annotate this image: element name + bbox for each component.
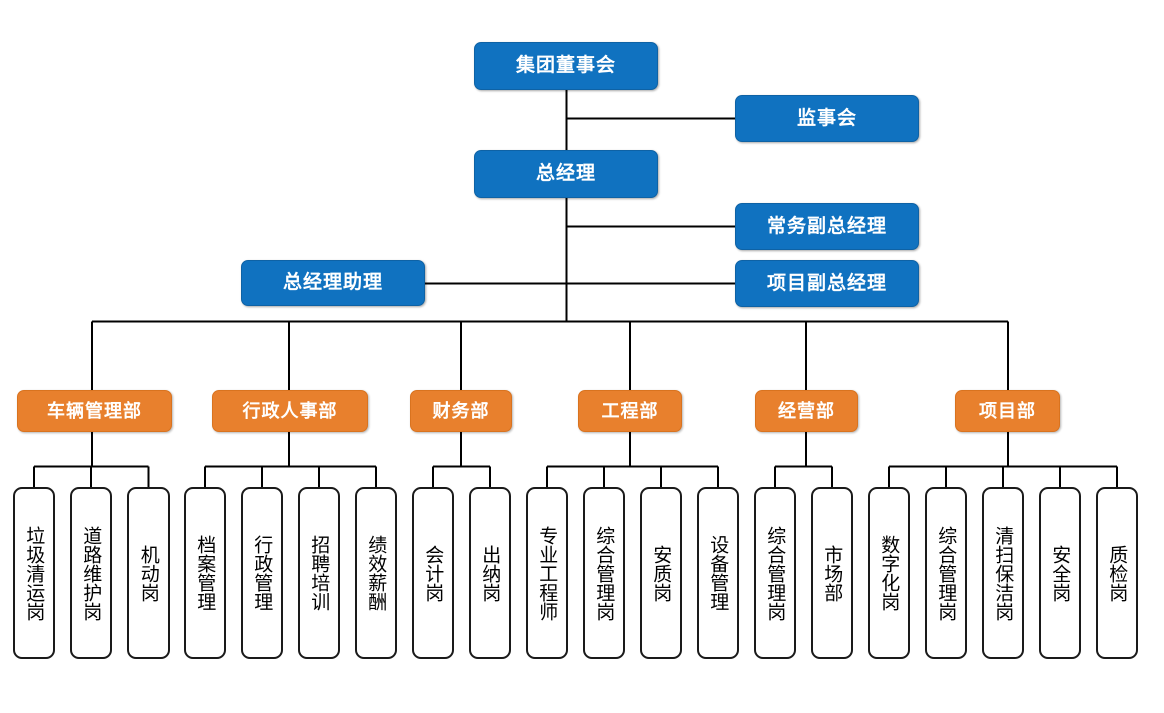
node-department[interactable]: 行政人事部 xyxy=(212,390,368,432)
node-position[interactable]: 绩效薪酬 xyxy=(355,487,397,659)
node-position[interactable]: 会计岗 xyxy=(412,487,454,659)
node-department[interactable]: 经营部 xyxy=(755,390,858,432)
node-department[interactable]: 车辆管理部 xyxy=(17,390,172,432)
node-position[interactable]: 综合管理岗 xyxy=(754,487,796,659)
node-position[interactable]: 数字化岗 xyxy=(868,487,910,659)
node-department[interactable]: 财务部 xyxy=(410,390,512,432)
node-general-manager[interactable]: 总经理 xyxy=(474,150,658,198)
node-position[interactable]: 招聘培训 xyxy=(298,487,340,659)
node-position[interactable]: 市场部 xyxy=(811,487,853,659)
node-executive-vice-president[interactable]: 常务副总经理 xyxy=(735,203,919,250)
node-position[interactable]: 安全岗 xyxy=(1039,487,1081,659)
node-project-vice-president[interactable]: 项目副总经理 xyxy=(735,260,919,307)
node-supervisory-board[interactable]: 监事会 xyxy=(735,95,919,142)
node-position[interactable]: 专业工程师 xyxy=(526,487,568,659)
node-position[interactable]: 质检岗 xyxy=(1096,487,1138,659)
node-position[interactable]: 道路维护岗 xyxy=(70,487,112,659)
node-position[interactable]: 综合管理岗 xyxy=(583,487,625,659)
node-position[interactable]: 出纳岗 xyxy=(469,487,511,659)
node-board-of-directors[interactable]: 集团董事会 xyxy=(474,42,658,90)
node-general-manager-assistant[interactable]: 总经理助理 xyxy=(241,260,425,306)
node-position[interactable]: 垃圾清运岗 xyxy=(13,487,55,659)
node-position[interactable]: 清扫保洁岗 xyxy=(982,487,1024,659)
node-position[interactable]: 机动岗 xyxy=(127,487,170,659)
node-position[interactable]: 设备管理 xyxy=(697,487,739,659)
node-department[interactable]: 工程部 xyxy=(578,390,682,432)
node-position[interactable]: 综合管理岗 xyxy=(925,487,967,659)
node-position[interactable]: 安质岗 xyxy=(640,487,682,659)
node-position[interactable]: 行政管理 xyxy=(241,487,283,659)
node-position[interactable]: 档案管理 xyxy=(184,487,226,659)
node-department[interactable]: 项目部 xyxy=(955,390,1060,432)
